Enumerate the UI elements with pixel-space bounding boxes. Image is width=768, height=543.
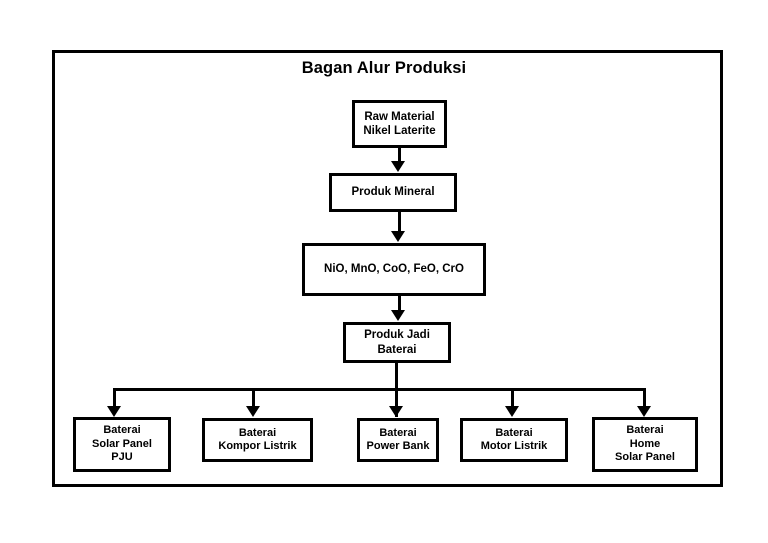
- connector-distributor-bus: [113, 388, 646, 391]
- node-raw-material: Raw Material Nikel Laterite: [352, 100, 447, 148]
- connector-bus-to-kompor: [252, 388, 255, 412]
- connector-raw-material-to-produk-mineral: [398, 148, 401, 163]
- arrowhead-down-icon: [391, 231, 405, 242]
- node-baterai-motor-listrik-label: Baterai Motor Listrik: [480, 426, 548, 452]
- arrowhead-down-icon: [391, 310, 405, 321]
- node-baterai-power-bank-label: Baterai Power Bank: [366, 426, 430, 452]
- connector-bus-to-motor: [511, 388, 514, 412]
- arrowhead-down-icon: [391, 161, 405, 172]
- arrowhead-down-icon: [107, 406, 121, 417]
- node-baterai-motor-listrik: Baterai Motor Listrik: [460, 418, 568, 462]
- node-baterai-solar-panel-pju: Baterai Solar Panel PJU: [73, 417, 171, 472]
- node-oxides-label: NiO, MnO, CoO, FeO, CrO: [324, 263, 464, 276]
- connector-bus-to-solar-pju: [113, 388, 116, 412]
- arrowhead-down-icon: [246, 406, 260, 417]
- node-baterai-home-solar-panel: Baterai Home Solar Panel: [592, 417, 698, 472]
- node-oxides: NiO, MnO, CoO, FeO, CrO: [302, 243, 486, 296]
- node-baterai-home-solar-panel-label: Baterai Home Solar Panel: [615, 424, 675, 464]
- node-baterai-solar-panel-pju-label: Baterai Solar Panel PJU: [92, 424, 152, 464]
- connector-bus-to-powerbank: [395, 388, 398, 412]
- node-raw-material-label: Raw Material Nikel Laterite: [363, 110, 436, 137]
- node-baterai-kompor-listrik: Baterai Kompor Listrik: [202, 418, 313, 462]
- node-produk-mineral: Produk Mineral: [329, 173, 457, 212]
- arrowhead-down-icon: [637, 406, 651, 417]
- arrowhead-down-icon: [505, 406, 519, 417]
- node-produk-jadi-baterai: Produk Jadi Baterai: [343, 322, 451, 363]
- node-baterai-power-bank: Baterai Power Bank: [357, 418, 439, 462]
- node-baterai-kompor-listrik-label: Baterai Kompor Listrik: [218, 426, 297, 452]
- arrowhead-down-icon: [389, 406, 403, 417]
- connector-produk-mineral-to-oxides: [398, 212, 401, 232]
- connector-oxides-to-produk-jadi: [398, 296, 401, 311]
- connector-bus-to-home-solar: [643, 388, 646, 412]
- node-produk-jadi-baterai-label: Produk Jadi Baterai: [364, 329, 430, 356]
- page-title: Bagan Alur Produksi: [301, 59, 467, 77]
- node-produk-mineral-label: Produk Mineral: [351, 186, 435, 199]
